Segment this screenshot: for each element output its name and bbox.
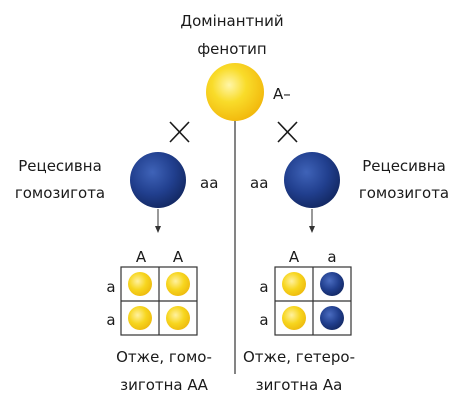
right-offspring-cell bbox=[320, 272, 344, 296]
left-down-arrow bbox=[155, 209, 161, 233]
right-col-header: a bbox=[327, 248, 336, 266]
left-conclusion-line2: зиготна АА bbox=[120, 376, 209, 394]
right-recessive-genotype: aa bbox=[250, 174, 268, 192]
right-recessive-parent-circle bbox=[284, 152, 340, 208]
right-down-arrow bbox=[309, 209, 315, 233]
left-punnett-square: A A a a bbox=[106, 248, 198, 336]
left-recessive-label-line2: гомозигота bbox=[15, 184, 105, 202]
dominant-phenotype-label-line2: фенотип bbox=[197, 40, 266, 58]
left-recessive-label-line1: Рецесивна bbox=[18, 157, 102, 175]
dominant-genotype-label: A– bbox=[273, 85, 291, 103]
left-offspring-cell bbox=[128, 272, 152, 296]
left-recessive-parent-circle bbox=[130, 152, 186, 208]
left-col-header: A bbox=[136, 248, 147, 266]
right-recessive-label-line1: Рецесивна bbox=[362, 157, 446, 175]
cross-symbol-left bbox=[169, 121, 190, 143]
right-row-header: a bbox=[259, 311, 268, 329]
cross-symbol-right bbox=[277, 121, 298, 143]
right-conclusion-line1: Отже, гетеро- bbox=[243, 348, 355, 366]
left-row-header: a bbox=[106, 311, 115, 329]
right-offspring-cell bbox=[320, 306, 344, 330]
right-row-header: a bbox=[259, 278, 268, 296]
right-col-header: A bbox=[289, 248, 300, 266]
left-col-header: A bbox=[173, 248, 184, 266]
right-recessive-label-line2: гомозигота bbox=[359, 184, 449, 202]
right-conclusion-line2: зиготна Аа bbox=[256, 376, 343, 394]
right-offspring-cell bbox=[282, 272, 306, 296]
left-offspring-cell bbox=[166, 306, 190, 330]
left-offspring-cell bbox=[128, 306, 152, 330]
right-punnett-square: A a a a bbox=[259, 248, 352, 336]
right-offspring-cell bbox=[282, 306, 306, 330]
left-offspring-cell bbox=[166, 272, 190, 296]
dominant-parent-circle bbox=[206, 63, 264, 121]
left-conclusion-line1: Отже, гомо- bbox=[116, 348, 212, 366]
dominant-phenotype-label-line1: Домінантний bbox=[180, 12, 283, 30]
left-row-header: a bbox=[106, 278, 115, 296]
left-recessive-genotype: aa bbox=[200, 174, 218, 192]
